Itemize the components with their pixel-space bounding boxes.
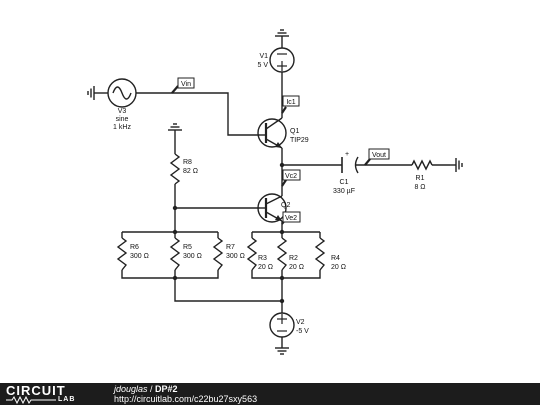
resistor-r6[interactable] — [116, 237, 128, 271]
voltage-source-v2[interactable] — [269, 312, 295, 338]
v1-value: 5 V — [257, 62, 268, 69]
logo-lab-text: LAB — [58, 396, 76, 403]
c1-name: C1 — [340, 179, 349, 186]
ground-symbol-v1 — [274, 29, 290, 37]
q1-name: Q1 — [290, 128, 299, 135]
circuit-schematic: V1 5 V V3 sine 1 kHz Q1 TIP29 Q2 + C1 — [87, 29, 463, 355]
resistor-r3[interactable] — [246, 237, 258, 271]
resistor-r1[interactable] — [411, 159, 433, 171]
probe-ic1[interactable]: Ic1 — [281, 95, 300, 114]
r5-value: 300 Ω — [183, 253, 202, 260]
wires — [100, 42, 450, 348]
v1-name: V1 — [259, 53, 268, 60]
r1-name: R1 — [416, 175, 425, 182]
v2-value: -5 V — [296, 328, 309, 335]
ground-symbol-v3 — [87, 85, 95, 101]
sine-source-v3[interactable] — [107, 78, 137, 108]
resistor-r8[interactable] — [169, 153, 181, 185]
probe-vin-label: Vin — [181, 81, 191, 88]
probe-vc2-label: Vc2 — [285, 173, 297, 180]
resistor-r4[interactable] — [314, 237, 326, 271]
footer-credit: jdouglas / DP#2 — [114, 384, 178, 394]
r2-name: R2 — [289, 255, 298, 262]
transistor-q2[interactable] — [257, 193, 287, 225]
logo-wave-icon — [6, 396, 56, 404]
probe-ve2-label: Ve2 — [285, 215, 297, 222]
footer-bar: CIRCUIT LAB jdouglas / DP#2 http://circu… — [0, 383, 540, 405]
r7-value: 300 Ω — [226, 253, 245, 260]
v3-freq: 1 kHz — [113, 124, 131, 131]
probe-vin[interactable]: Vin — [171, 77, 195, 94]
resistor-r5[interactable] — [169, 237, 181, 271]
junction-dots — [172, 162, 285, 304]
q2-name: Q2 — [281, 202, 290, 209]
ground-symbol-v2 — [274, 347, 290, 355]
r8-name: R8 — [183, 159, 192, 166]
r7-name: R7 — [226, 244, 235, 251]
resistor-r7[interactable] — [212, 237, 224, 271]
r2-value: 20 Ω — [289, 264, 304, 271]
probe-ve2[interactable]: Ve2 — [281, 211, 301, 225]
r6-name: R6 — [130, 244, 139, 251]
c1-value: 330 µF — [333, 188, 355, 195]
v3-type: sine — [116, 116, 129, 123]
footer-circuit-title: DP#2 — [155, 384, 178, 394]
r3-value: 20 Ω — [258, 264, 273, 271]
q1-model: TIP29 — [290, 137, 309, 144]
r3-name: R3 — [258, 255, 267, 262]
capacitor-c1[interactable]: + — [341, 151, 359, 174]
transistor-q1[interactable] — [257, 113, 287, 152]
r8-value: 82 Ω — [183, 168, 198, 175]
probe-ic1-label: Ic1 — [286, 99, 295, 106]
ground-symbol-r8 — [167, 123, 183, 131]
probe-vc2[interactable]: Vc2 — [281, 169, 301, 187]
r4-value: 20 Ω — [331, 264, 346, 271]
r6-value: 300 Ω — [130, 253, 149, 260]
r4-name: R4 — [331, 255, 340, 262]
v2-name: V2 — [296, 319, 305, 326]
v3-name: V3 — [118, 108, 127, 115]
r1-value: 8 Ω — [414, 184, 425, 191]
voltage-source-v1[interactable] — [269, 47, 295, 73]
probe-vout[interactable]: Vout — [364, 148, 390, 166]
footer-url-link[interactable]: http://circuitlab.com/c22bu27sxy563 — [114, 394, 258, 404]
probe-vout-label: Vout — [372, 152, 386, 159]
logo-circuit-text: CIRCUIT — [6, 383, 66, 398]
resistor-r2[interactable] — [276, 237, 288, 271]
r5-name: R5 — [183, 244, 192, 251]
footer-user-link[interactable]: jdouglas — [114, 384, 148, 394]
svg-text:+: + — [345, 151, 349, 158]
footer-separator: / — [147, 384, 156, 394]
ground-symbol-r1 — [455, 157, 463, 173]
